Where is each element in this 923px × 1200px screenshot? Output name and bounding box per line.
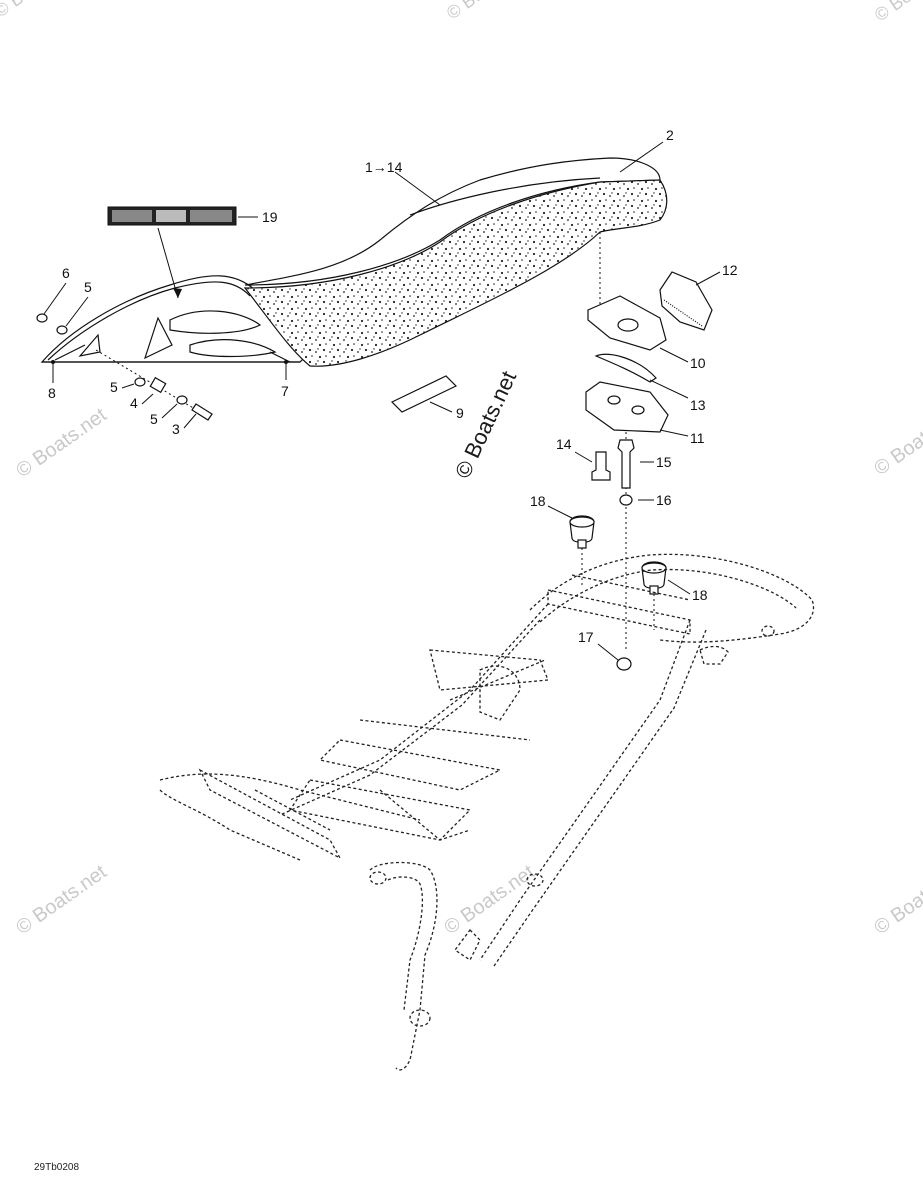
callout-3: 3 — [172, 421, 180, 437]
part-10-upper-bracket — [587, 295, 667, 351]
callout-14: 14 — [556, 436, 572, 452]
leader-3 — [183, 413, 197, 429]
part-17-nut — [616, 657, 632, 671]
watermark-top-center: © Boats.net — [443, 0, 532, 23]
callout-11: 11 — [690, 430, 705, 446]
decal-text-block-3 — [190, 210, 232, 222]
part-10-hole — [617, 318, 639, 332]
callout-16: 16 — [656, 492, 672, 508]
part-12-hinge — [659, 271, 713, 331]
arrow-head-19 — [173, 288, 182, 298]
watermark-bottom-center: © Boats.net — [440, 861, 539, 939]
decal-text-block-1 — [112, 210, 152, 222]
watermark-bottom-right: © Boats.net — [870, 861, 923, 939]
callout-9: 9 — [456, 405, 464, 421]
leader-5-top — [65, 296, 89, 327]
seat-cover-crease — [409, 177, 601, 216]
seat-pan-triangle — [78, 333, 101, 357]
leader-1 — [394, 171, 441, 206]
callout-1-14: 1→14 — [365, 159, 403, 175]
watermark-mid-left: © Boats.net — [12, 404, 111, 482]
callout-19: 19 — [262, 209, 278, 225]
part-18-bumper-b — [641, 561, 667, 595]
callout-8: 8 — [48, 385, 56, 401]
watermark-mid-right: © Boats.net — [870, 402, 923, 480]
part-15-stud — [617, 439, 635, 489]
part-4-spacer — [149, 376, 167, 394]
part-11-hole-a — [607, 395, 621, 405]
leader-13 — [649, 379, 689, 399]
seat-base-rim — [47, 281, 251, 361]
watermark-top-left: © Boats.net — [0, 0, 80, 21]
part-9-strip — [390, 375, 458, 413]
callout-13: 13 — [690, 397, 706, 413]
seat-cover-side — [243, 179, 668, 367]
callout-2: 2 — [666, 127, 674, 143]
part-5-washer-a — [134, 377, 146, 387]
marker-7 — [284, 360, 288, 364]
part-5-washer-b — [176, 395, 188, 405]
callout-7: 7 — [281, 383, 289, 399]
leader-18-left — [547, 505, 573, 519]
leader-11 — [659, 429, 689, 437]
leader-14 — [574, 451, 593, 463]
callout-5-top: 5 — [84, 279, 92, 295]
seat-pan-rib-2 — [189, 339, 277, 358]
callout-10: 10 — [690, 355, 706, 371]
part-5-washer-top — [56, 325, 68, 335]
callout-4: 4 — [130, 395, 138, 411]
leader-18-right — [667, 579, 691, 595]
leader-2 — [619, 141, 664, 173]
part-3-screw — [191, 403, 213, 421]
watermark-top-right: © Boats.net — [871, 0, 923, 25]
leader-12 — [695, 271, 721, 286]
callout-6: 6 — [62, 265, 70, 281]
drawing-code: 29Tb0208 — [34, 1162, 79, 1173]
leader-5-low — [161, 403, 178, 419]
leader-17 — [597, 643, 619, 661]
frame-phantom — [159, 553, 815, 1071]
callout-12: 12 — [722, 262, 738, 278]
marker-8 — [51, 360, 55, 364]
part-12-serration — [663, 299, 703, 327]
callout-15: 15 — [656, 454, 672, 470]
seat-pan-front-bracket — [54, 344, 86, 361]
leader-9 — [429, 401, 453, 413]
part-18-bumper-a — [569, 515, 595, 549]
seat-pan-rib-1 — [169, 310, 262, 334]
decal-text-block-2 — [156, 210, 186, 222]
seat-pan-wedge — [143, 316, 173, 360]
part-16-nut — [619, 494, 633, 506]
leader-10 — [659, 347, 689, 363]
decal-label — [107, 206, 237, 226]
leader-19-arrow — [157, 227, 179, 299]
callout-18-right: 18 — [692, 587, 708, 603]
callout-18-left: 18 — [530, 493, 546, 509]
callout-5-low: 5 — [150, 411, 158, 427]
watermark-bottom-left: © Boats.net — [12, 861, 111, 939]
watermark-main: © Boats.net — [450, 367, 521, 482]
part-14-bolt — [591, 451, 611, 481]
part-6-nut — [36, 313, 48, 323]
part-11-hole-b — [631, 405, 645, 415]
part-13-gasket — [594, 353, 657, 383]
leader-4 — [141, 393, 154, 405]
part-11-lower-bracket — [585, 381, 669, 433]
callout-5-mid: 5 — [110, 379, 118, 395]
seat-cover-top — [244, 157, 661, 286]
leader-6 — [43, 282, 67, 315]
callout-17: 17 — [578, 629, 594, 645]
leader-5-mid — [121, 383, 135, 389]
seat-assembly — [40, 157, 668, 367]
